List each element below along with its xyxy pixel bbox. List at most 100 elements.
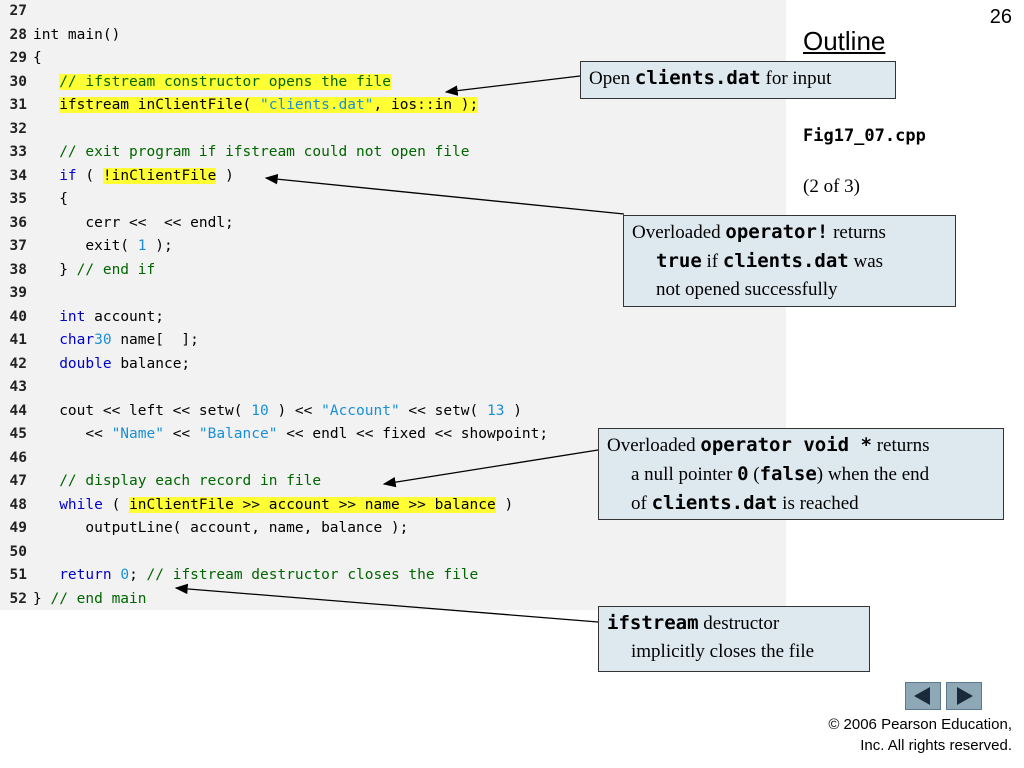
- code-token: <<: [33, 426, 112, 442]
- callout-code: operator void *: [700, 434, 872, 456]
- code-token: 1: [137, 238, 147, 254]
- line-number: 44: [9, 402, 27, 419]
- code-token: ios::in: [390, 97, 453, 113]
- code-token: "clients.dat": [260, 97, 374, 113]
- code-token: 30: [94, 332, 112, 348]
- code-token: cout << left << setw(: [33, 402, 252, 419]
- code-line: 40 int account;: [0, 306, 164, 330]
- code-token: char: [59, 332, 95, 348]
- arrow-to-line-34: [264, 173, 625, 215]
- callout-text: returns: [871, 435, 930, 456]
- code-token: // ifstream destructor closes the file: [146, 567, 479, 583]
- callout-text: not opened successfully: [656, 279, 838, 300]
- code-line: 34 if ( !inClientFile ): [0, 165, 234, 189]
- code-line: 39: [0, 282, 33, 306]
- callout-code: clients.dat: [722, 250, 849, 272]
- arrow-to-line-31: [444, 75, 581, 96]
- code-line: 27: [0, 0, 33, 24]
- next-slide-button[interactable]: [946, 682, 982, 710]
- code-line: 31 ifstream inClientFile( "clients.dat",…: [0, 94, 479, 118]
- code-line: 47 // display each record in file: [0, 470, 322, 494]
- code-token: << endl;: [155, 214, 234, 231]
- line-number: 47: [9, 473, 27, 489]
- code-token: ];: [172, 332, 199, 348]
- code-token: {: [33, 191, 68, 207]
- code-line: 51 return 0; // ifstream destructor clos…: [0, 564, 479, 588]
- callout-operator-void: Overloaded operator void * returns a nul…: [598, 428, 1004, 520]
- callout-text: Overloaded: [632, 222, 726, 243]
- code-token: <<: [163, 426, 199, 442]
- code-token: "Account": [321, 402, 400, 419]
- callout-text: if: [701, 251, 723, 272]
- code-token: "Name": [111, 426, 164, 442]
- code-token: ;: [129, 567, 147, 583]
- code-token: // end main: [50, 590, 147, 607]
- callout-code: clients.dat: [651, 492, 778, 514]
- code-token: inClientFile >> account >> name >> balan…: [129, 496, 496, 513]
- line-number: 35: [9, 191, 27, 207]
- code-token: // ifstream constructor opens the file: [59, 73, 391, 90]
- code-token: (: [102, 496, 130, 513]
- code-line: 50: [0, 541, 33, 565]
- callout-destructor: ifstream destructor implicitly closes th…: [598, 606, 870, 672]
- line-number: 45: [9, 426, 27, 442]
- code-line: 30 // ifstream constructor opens the fil…: [0, 71, 391, 95]
- figure-label: Fig17_07.cpp: [803, 126, 926, 146]
- callout-text: was: [848, 251, 884, 272]
- callout-text: Overloaded: [607, 435, 701, 456]
- code-token: // end if: [76, 261, 156, 278]
- callout-text: implicitly closes the file: [631, 641, 815, 662]
- code-token: double: [59, 355, 112, 372]
- code-line: 36 cerr << << endl;: [0, 212, 234, 236]
- triangle-left-icon: [914, 687, 930, 705]
- line-number: 31: [9, 97, 27, 113]
- code-line: 41 char30 name[ ];: [0, 329, 199, 353]
- code-token: // display each record in file: [59, 473, 322, 489]
- code-token: balance;: [111, 355, 191, 372]
- code-token: {: [33, 50, 42, 66]
- callout-text: ) when the end: [816, 464, 930, 485]
- copyright-line: © 2006 Pearson Education,: [828, 716, 1012, 733]
- line-number: 46: [9, 449, 27, 466]
- callout-code: ifstream: [607, 612, 699, 634]
- code-line: 37 exit( 1 );: [0, 235, 173, 259]
- code-token: cerr <<: [33, 214, 156, 231]
- previous-slide-button[interactable]: [905, 682, 941, 710]
- callout-operator-not: Overloaded operator! returns true if cli…: [623, 215, 956, 307]
- code-token: int: [33, 26, 60, 43]
- outline-title[interactable]: Outline: [803, 26, 886, 56]
- code-token: ): [495, 496, 514, 513]
- code-line: 32: [0, 118, 33, 142]
- callout-text: (: [748, 464, 760, 485]
- line-number: 33: [9, 144, 27, 160]
- line-number: 52: [9, 590, 27, 607]
- code-token: 10: [251, 402, 269, 419]
- copyright-line: Inc. All rights reserved.: [860, 737, 1012, 754]
- callout-open-file: Open clients.dat for input: [580, 61, 896, 99]
- callout-code: true: [656, 250, 702, 272]
- page-number: 26: [989, 6, 1012, 28]
- code-line: 45 << "Name" << "Balance" << endl << fix…: [0, 423, 549, 447]
- line-number: 28: [9, 26, 27, 43]
- line-number: 39: [9, 285, 27, 301]
- line-number: 36: [9, 214, 27, 231]
- code-token: }: [33, 590, 51, 607]
- code-token: }: [33, 261, 77, 278]
- code-token: 0: [120, 567, 130, 583]
- code-token: main(): [59, 26, 121, 43]
- callout-code: operator!: [725, 221, 829, 243]
- line-number: 50: [9, 543, 27, 560]
- code-token: ) <<: [268, 402, 322, 419]
- callout-text: of: [631, 493, 652, 514]
- code-line: 43: [0, 376, 33, 400]
- callout-text: Open: [589, 68, 635, 89]
- code-token: int: [59, 308, 86, 325]
- arrow-to-line-52: [174, 583, 599, 623]
- code-token: );: [146, 238, 173, 254]
- code-token: ,: [373, 97, 391, 113]
- code-token: ): [216, 167, 234, 184]
- code-line: 49 outputLine( account, name, balance );: [0, 517, 409, 541]
- code-token: while: [59, 496, 103, 513]
- code-token: (: [76, 167, 103, 184]
